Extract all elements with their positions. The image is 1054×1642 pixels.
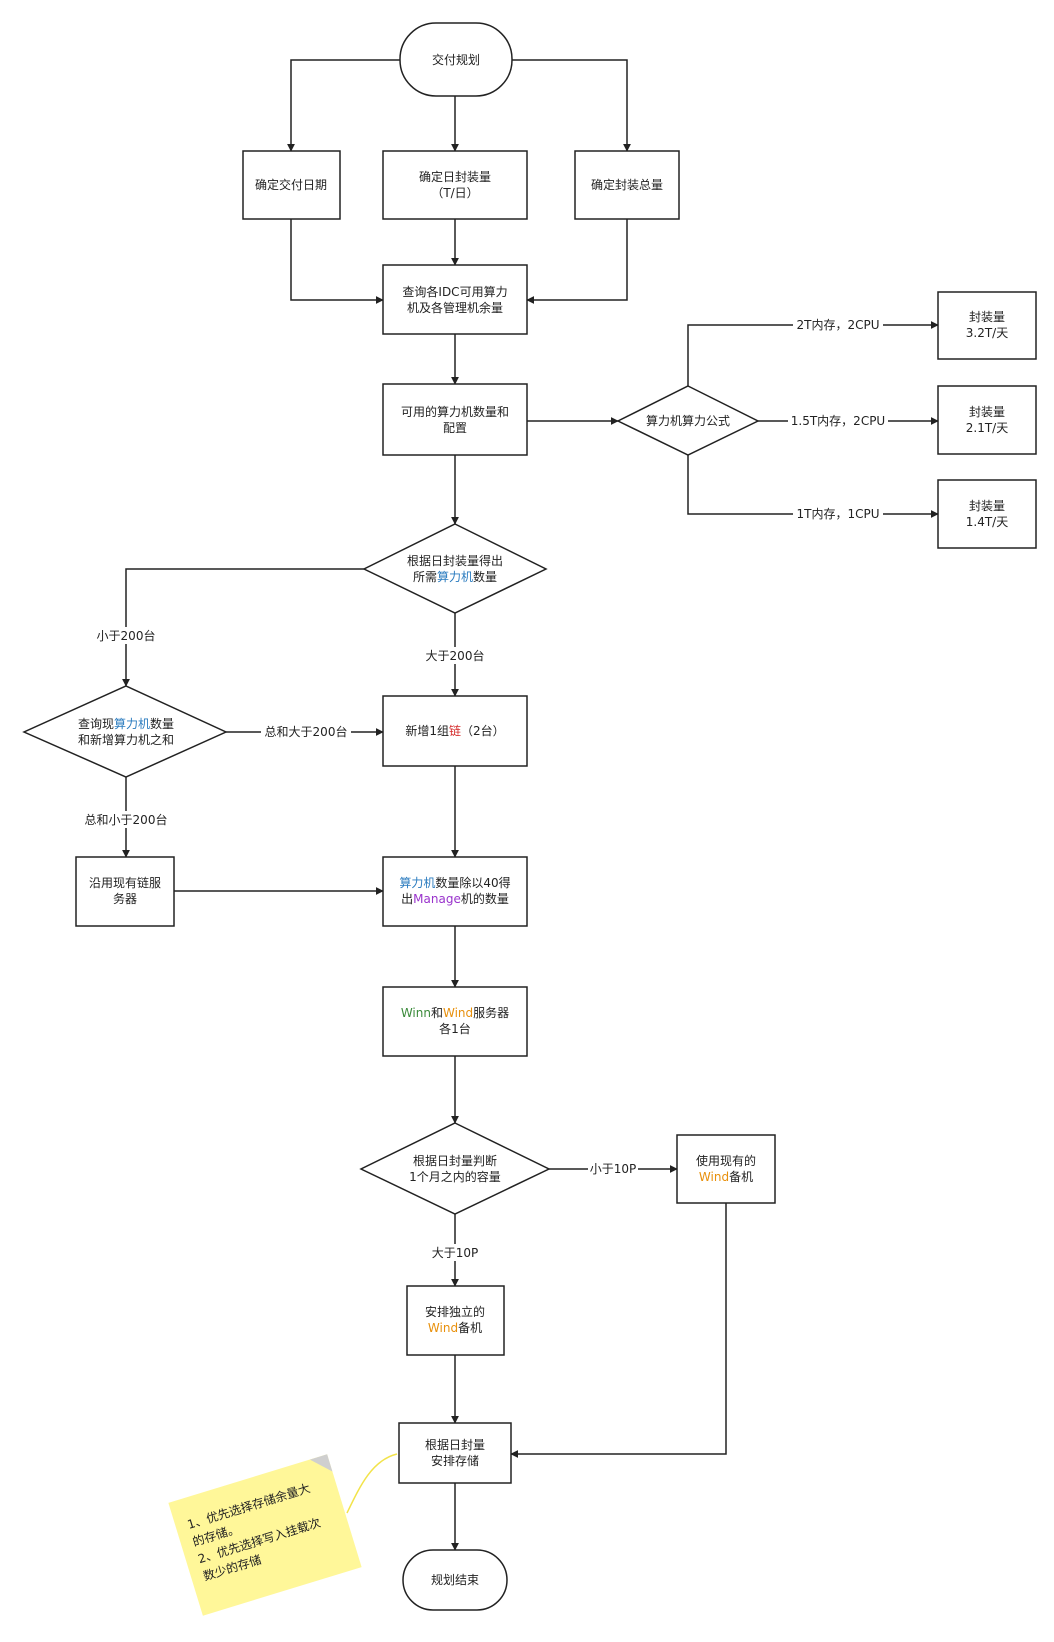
edge-required-to-existing	[122, 568, 364, 687]
node-rate-21-shape[interactable]	[937, 385, 1037, 455]
label-gt10p: 大于10P	[432, 1246, 479, 1260]
label-sum-gt200: 总和大于200台	[265, 724, 348, 739]
node-reuse-chain-label: 沿用现有链服务器	[89, 875, 161, 906]
node-daily-volume-shape[interactable]	[382, 150, 528, 220]
nodes	[22, 22, 1037, 1611]
node-total-volume-shape[interactable]	[574, 150, 680, 220]
node-rate-32-shape[interactable]	[937, 291, 1037, 360]
node-formula-label: 算力机算力公式	[646, 413, 730, 428]
node-available-config-label: 可用的算力机数量和配置	[401, 404, 509, 435]
sticky-note-paper	[168, 1454, 362, 1616]
label-cfg-15t: 1.5T内存，2CPU	[791, 414, 885, 428]
edge-existingwind-to-storage	[510, 1203, 727, 1458]
node-new-chain-label: 新增1组链（2台）	[405, 723, 504, 738]
node-query-existing-label: 查询现算力机数量和新增算力机之和	[78, 716, 174, 747]
sticky-note: 1、优先选择存储余量大的存储。2、优先选择写入挂载次数少的存储	[168, 1454, 362, 1616]
label-lt200: 小于200台	[97, 628, 156, 643]
node-required-count-shape[interactable]	[362, 523, 548, 614]
edge-date-to-query	[290, 219, 384, 304]
node-end-shape[interactable]	[402, 1549, 508, 1611]
node-start-label: 交付规划	[432, 52, 480, 67]
edge-total-to-query	[526, 219, 628, 304]
node-winn-wind-label: Winn和Wind服务器各1台	[401, 1005, 509, 1036]
sticky-note-fold	[309, 1454, 333, 1472]
node-rate-14-shape[interactable]	[937, 479, 1037, 549]
label-cfg-2t: 2T内存，2CPU	[797, 318, 880, 332]
node-storage-label: 根据日封量安排存储	[425, 1438, 485, 1468]
node-manage-count-label: 算力机数量除以40得出Manage机的数量	[399, 875, 510, 906]
node-standalone-wind-shape[interactable]	[406, 1285, 505, 1356]
node-new-chain-shape[interactable]	[382, 695, 528, 767]
node-total-volume-label: 确定封装总量	[591, 177, 663, 192]
label-lt10p: 小于10P	[590, 1162, 637, 1176]
node-query-idc-label: 查询各IDC可用算力机及各管理机余量	[402, 284, 507, 315]
node-delivery-date-shape[interactable]	[242, 150, 341, 220]
node-required-count-label: 根据日封装量得出所需算力机数量	[407, 553, 503, 584]
node-storage-shape[interactable]	[398, 1422, 512, 1484]
node-capacity-check-shape[interactable]	[359, 1122, 551, 1215]
label-gt200: 大于200台	[426, 648, 485, 663]
node-query-idc-shape[interactable]	[382, 264, 528, 335]
node-start-shape[interactable]	[399, 22, 513, 97]
node-existing-wind-shape[interactable]	[676, 1134, 776, 1204]
node-manage-count-shape[interactable]	[382, 856, 528, 927]
node-daily-volume-label: 确定日封装量（T/日）	[419, 169, 491, 200]
label-sum-lt200: 总和小于200台	[85, 812, 168, 827]
label-cfg-1t: 1T内存，1CPU	[797, 507, 880, 521]
node-delivery-date-label: 确定交付日期	[255, 177, 327, 192]
node-end-label: 规划结束	[431, 1572, 479, 1587]
sticky-note-connector	[346, 1453, 398, 1514]
edge-formula-to-rate32	[687, 321, 939, 386]
edge-labels: 2T内存，2CPU 1.5T内存，2CPU 1T内存，1CPU 小于200台 大…	[81, 316, 888, 1261]
node-available-config-shape[interactable]	[382, 383, 528, 456]
edge-start-to-total	[512, 59, 631, 152]
connectors	[122, 59, 939, 1551]
node-reuse-chain-shape[interactable]	[75, 856, 175, 927]
node-query-existing-shape[interactable]	[22, 685, 228, 778]
node-winn-wind-shape[interactable]	[382, 986, 528, 1057]
node-formula-shape[interactable]	[616, 385, 760, 456]
edge-start-to-date	[287, 59, 400, 152]
